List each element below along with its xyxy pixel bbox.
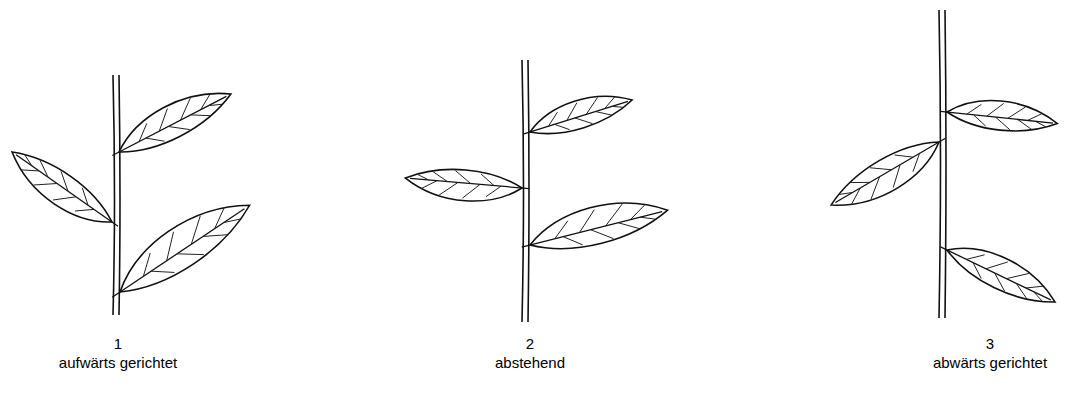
leaf: [404, 165, 530, 206]
leaf: [519, 85, 636, 146]
leaf: [99, 186, 259, 312]
figure-caption: aufwärts gerichtet: [59, 354, 177, 372]
figure-number: 3: [986, 335, 994, 353]
figure-caption: abstehend: [495, 354, 565, 372]
stem: [113, 75, 120, 315]
figure-caption: abwärts gerichtet: [933, 354, 1047, 372]
figure-number: 2: [526, 335, 534, 353]
leaf: [104, 77, 238, 168]
leaf: [935, 231, 1063, 315]
leaf: [2, 141, 126, 241]
leaf: [517, 190, 672, 263]
stem: [939, 10, 946, 318]
leaf: [939, 95, 1059, 136]
leaf: [824, 126, 955, 221]
figure-number: 1: [114, 335, 122, 353]
stem: [522, 60, 529, 322]
